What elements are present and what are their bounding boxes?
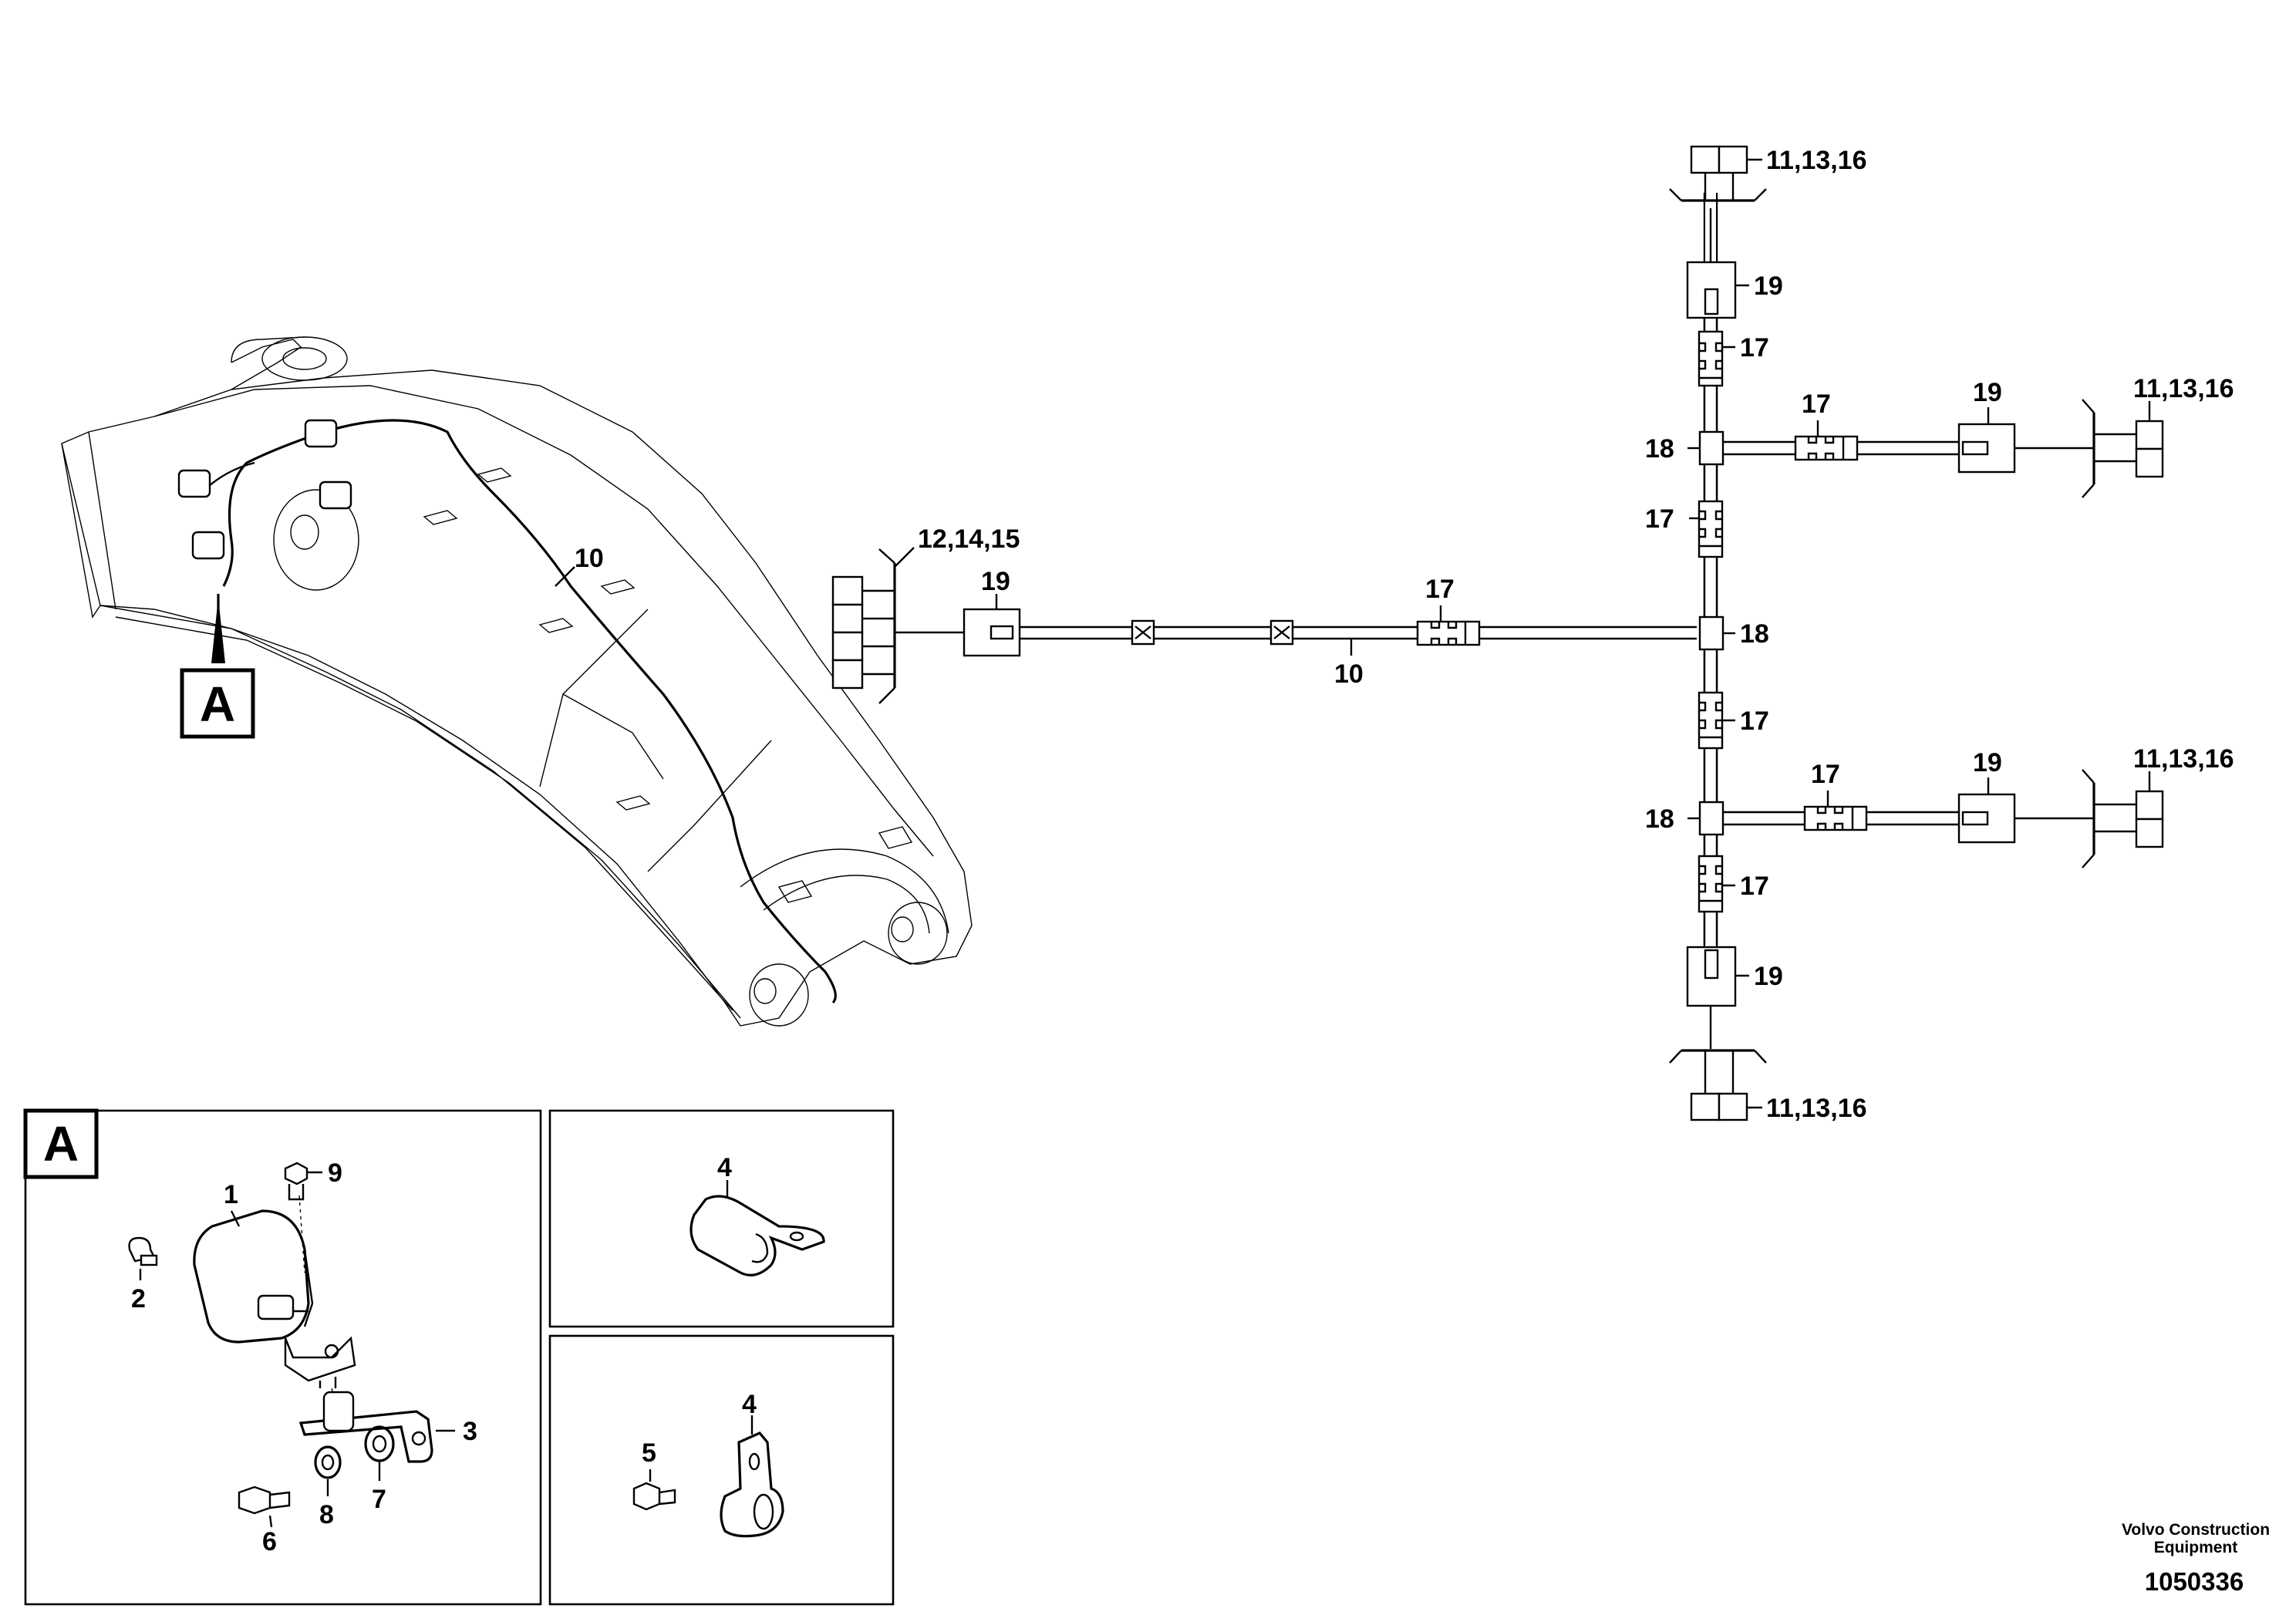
callout-left-connector: 12,14,15	[918, 524, 1020, 554]
label-washer-spring: 8	[319, 1500, 334, 1529]
callout-lower-between-seal: 17	[1740, 706, 1769, 736]
work-lamp[interactable]	[193, 1209, 314, 1344]
callout-top-plug: 19	[1754, 271, 1783, 301]
callout-top-seal: 17	[1740, 333, 1769, 363]
detail-marker-a[interactable]: A	[180, 668, 255, 739]
plug-lower-right[interactable]	[1957, 793, 2016, 844]
seal-upper-between[interactable]	[1698, 500, 1724, 558]
seal-upper-right[interactable]	[1794, 435, 1859, 461]
seal-lower-between[interactable]	[1698, 691, 1724, 750]
branch-lower[interactable]	[1698, 801, 1725, 836]
mounting-bracket[interactable]	[298, 1391, 433, 1463]
callout-lower-right-seal: 17	[1811, 760, 1840, 789]
seal-top[interactable]	[1698, 330, 1724, 387]
branch-mid[interactable]	[1698, 615, 1725, 651]
p-clip-top[interactable]	[689, 1195, 825, 1276]
seal-mid[interactable]	[1416, 620, 1481, 646]
connector-left[interactable]	[831, 548, 964, 704]
callout-upper-right-connector: 11,13,16	[2133, 374, 2234, 403]
connector-lower-right[interactable]	[2082, 769, 2164, 868]
label-lamp: 1	[224, 1180, 238, 1209]
detail-a-marker: A	[43, 1116, 79, 1172]
callout-mid-harness: 10	[1334, 659, 1364, 689]
callout-left-plug: 19	[981, 567, 1010, 596]
callout-mid-branch: 18	[1740, 619, 1769, 649]
label-bracket: 3	[463, 1417, 477, 1446]
label-screw: 5	[642, 1438, 656, 1468]
label-bolt-top: 9	[328, 1158, 342, 1188]
label-clip-top: 4	[717, 1153, 732, 1182]
footer: Volvo Construction Equipment 1050336	[2122, 1521, 2270, 1596]
callout-mid-seal: 17	[1425, 575, 1455, 604]
bolt-top[interactable]	[284, 1162, 308, 1201]
connector-bottom[interactable]	[1669, 1049, 1767, 1121]
callout-bottom-connector: 11,13,16	[1766, 1094, 1866, 1123]
detail-panel-clip-bottom: 4 5	[548, 1334, 895, 1606]
clamp-2	[1269, 619, 1294, 646]
screw[interactable]	[632, 1482, 676, 1511]
spring-washer[interactable]	[314, 1445, 342, 1479]
seal-lower-right[interactable]	[1803, 805, 1868, 831]
svg-text:A: A	[200, 676, 235, 732]
seal-bottom[interactable]	[1698, 855, 1724, 913]
connector-upper-right[interactable]	[2082, 399, 2164, 498]
callout-lower-right-plug: 19	[1973, 748, 2002, 777]
callout-lower-branch: 18	[1645, 804, 1674, 834]
callout-boom-harness: 10	[575, 544, 604, 573]
callout-upper-branch: 18	[1645, 434, 1674, 464]
harness-schematic: 12,14,15 19 10 17 18	[831, 145, 2234, 1123]
clamp-1	[1131, 619, 1155, 646]
connector-top[interactable]	[1669, 145, 1767, 202]
detail-panel-clip-top: 4	[548, 1109, 895, 1328]
callout-upper-right-plug: 19	[1973, 378, 2002, 407]
drawing-number: 1050336	[2145, 1567, 2244, 1596]
callout-bottom-seal: 17	[1740, 872, 1769, 901]
callout-upper-right-seal: 17	[1802, 389, 1831, 419]
callout-top-connector: 11,13,16	[1766, 146, 1866, 175]
boom-illustration: 10	[61, 336, 973, 1027]
branch-upper[interactable]	[1698, 430, 1725, 466]
label-washer-large: 7	[372, 1485, 386, 1514]
plug-upper-right[interactable]	[1957, 423, 2016, 474]
plug-left[interactable]	[963, 608, 1021, 657]
p-clip-bottom[interactable]	[720, 1431, 784, 1538]
large-washer[interactable]	[364, 1425, 395, 1462]
company-line-2: Equipment	[2154, 1539, 2238, 1556]
callout-upper-between-seal: 17	[1645, 504, 1674, 534]
label-clip-bottom: 4	[742, 1390, 757, 1419]
bolt-bottom[interactable]	[238, 1485, 291, 1515]
plug-bottom[interactable]	[1686, 946, 1737, 1007]
callout-bottom-plug: 19	[1754, 962, 1783, 991]
label-bolt-bottom: 6	[262, 1527, 277, 1556]
company-line-1: Volvo Construction	[2122, 1521, 2270, 1539]
plug-top[interactable]	[1686, 261, 1737, 319]
label-bulb: 2	[131, 1284, 146, 1313]
callout-lower-right-connector: 11,13,16	[2133, 744, 2234, 774]
detail-panel-a: A	[23, 1108, 542, 1606]
bulb[interactable]	[128, 1236, 158, 1266]
